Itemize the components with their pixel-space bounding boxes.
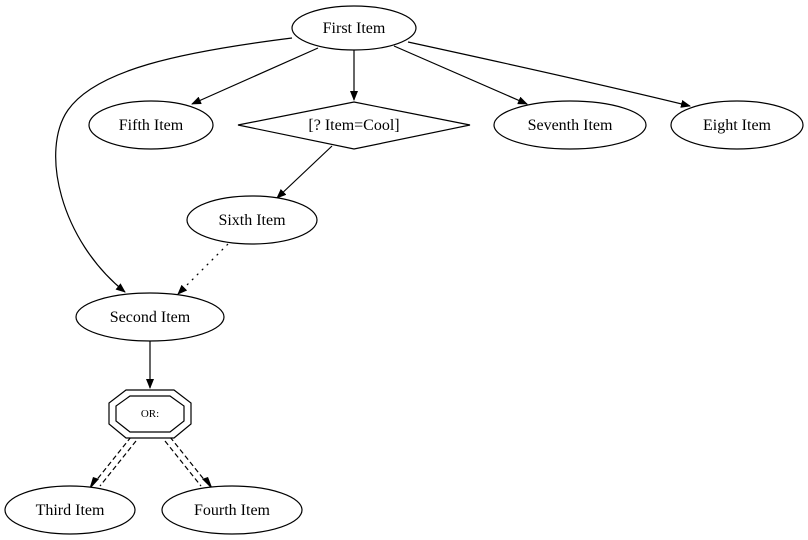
edge-first-to-second bbox=[55, 37, 293, 293]
node-seventh-item[interactable]: Seventh Item bbox=[493, 100, 647, 150]
node-sixth-item-label: Sixth Item bbox=[218, 212, 286, 229]
edge-first-to-eighth bbox=[407, 41, 691, 108]
node-fifth-item-label: Fifth Item bbox=[119, 117, 184, 134]
edge-first-to-seventh bbox=[393, 45, 528, 105]
node-fourth-item-label: Fourth Item bbox=[194, 502, 271, 519]
node-or-gate[interactable]: OR: bbox=[108, 389, 192, 439]
edge-condition-to-sixth bbox=[276, 145, 333, 199]
node-fourth-item[interactable]: Fourth Item bbox=[161, 485, 303, 535]
node-second-item[interactable]: Second Item bbox=[75, 292, 225, 342]
node-eighth-item[interactable]: Eight Item bbox=[670, 100, 804, 150]
edge-or-to-third bbox=[89, 436, 137, 490]
node-first-item-label: First Item bbox=[323, 20, 386, 37]
node-first-item[interactable]: First Item bbox=[291, 5, 417, 51]
node-fifth-item[interactable]: Fifth Item bbox=[88, 100, 214, 150]
edge-or-to-fourth bbox=[164, 436, 213, 490]
node-second-item-label: Second Item bbox=[110, 309, 191, 326]
node-eighth-item-label: Eight Item bbox=[703, 117, 772, 134]
node-third-item[interactable]: Third Item bbox=[4, 485, 136, 535]
node-sixth-item[interactable]: Sixth Item bbox=[186, 195, 318, 245]
edge-first-to-fifth bbox=[191, 47, 319, 105]
node-condition-label: [? Item=Cool] bbox=[308, 117, 399, 134]
node-third-item-label: Third Item bbox=[36, 502, 105, 519]
edge-sixth-to-second bbox=[177, 243, 229, 295]
node-seventh-item-label: Seventh Item bbox=[528, 117, 613, 134]
node-condition[interactable]: [? Item=Cool] bbox=[237, 101, 471, 150]
node-or-gate-label: OR: bbox=[141, 408, 159, 420]
